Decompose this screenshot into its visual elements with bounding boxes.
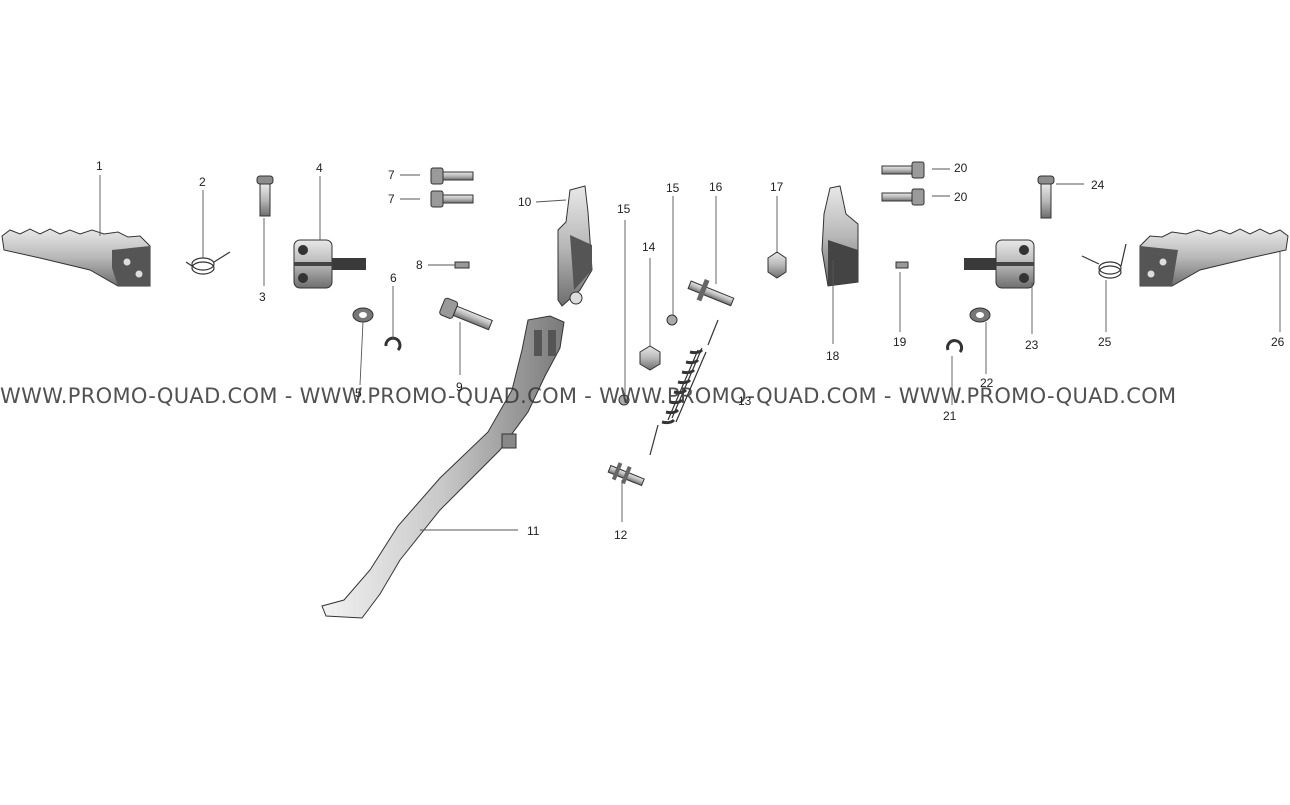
callout-20-upper: 20 [954,161,968,175]
callout-14: 14 [642,240,656,254]
callout-17: 17 [770,180,784,194]
watermark-band: WWW.PROMO-QUAD.COM - WWW.PROMO-QUAD.COM … [0,384,1290,414]
pin-left [256,175,274,217]
callout-4: 4 [316,161,323,175]
nut-17 [767,251,787,279]
pin-12 [607,462,645,487]
ball-15-upper [666,314,678,326]
callout-2: 2 [199,175,206,189]
side-stand-11 [321,315,565,619]
bolt-upper-7 [430,167,474,185]
stand-spring-13 [649,319,719,456]
callout-21: 21 [943,409,957,423]
callout-11: 11 [527,524,540,538]
pin-16 [687,279,735,307]
callout-22: 22 [980,376,994,390]
footpeg-left [1,228,151,287]
callout-15-left: 15 [617,202,631,216]
spring-left [185,251,231,275]
bolt-9 [439,297,493,331]
callout-20-lower: 20 [954,190,968,204]
callout-18: 18 [826,349,840,363]
callout-13: 13 [738,394,752,408]
callout-10: 10 [518,195,532,209]
callout-26: 26 [1271,335,1285,349]
bracket-right [964,239,1035,289]
leader-lines [99,168,1281,531]
callout-1: 1 [96,159,103,173]
callout-8: 8 [416,258,423,272]
callout-5: 5 [355,386,362,400]
mount-plate-18 [821,185,859,287]
nut-14 [639,345,661,371]
watermark-text: WWW.PROMO-QUAD.COM - WWW.PROMO-QUAD.COM … [0,384,1177,408]
callout-7-lower: 7 [388,192,395,206]
small-pin-19 [895,261,909,269]
callout-23: 23 [1025,338,1039,352]
bolt-lower-7 [430,190,474,208]
stand-mount-10 [557,185,593,307]
callout-16: 16 [709,180,723,194]
callout-12: 12 [614,528,628,542]
spring-right [1081,243,1127,279]
callout-3: 3 [259,290,266,304]
ball-15-lower [618,394,630,406]
callout-6: 6 [390,271,397,285]
clip-left [384,336,402,352]
small-pin-8 [454,261,470,269]
callout-25: 25 [1098,335,1112,349]
bracket-left [293,239,366,289]
pin-right [1037,175,1055,219]
bolt-upper-20 [881,161,925,179]
callout-24: 24 [1091,178,1105,192]
callout-7-upper: 7 [388,168,395,182]
clip-right [946,339,964,353]
footpeg-right [1139,228,1289,287]
callout-15-upper: 15 [666,181,680,195]
callout-19: 19 [893,335,907,349]
bolt-lower-20 [881,188,925,206]
callout-9: 9 [456,380,463,394]
